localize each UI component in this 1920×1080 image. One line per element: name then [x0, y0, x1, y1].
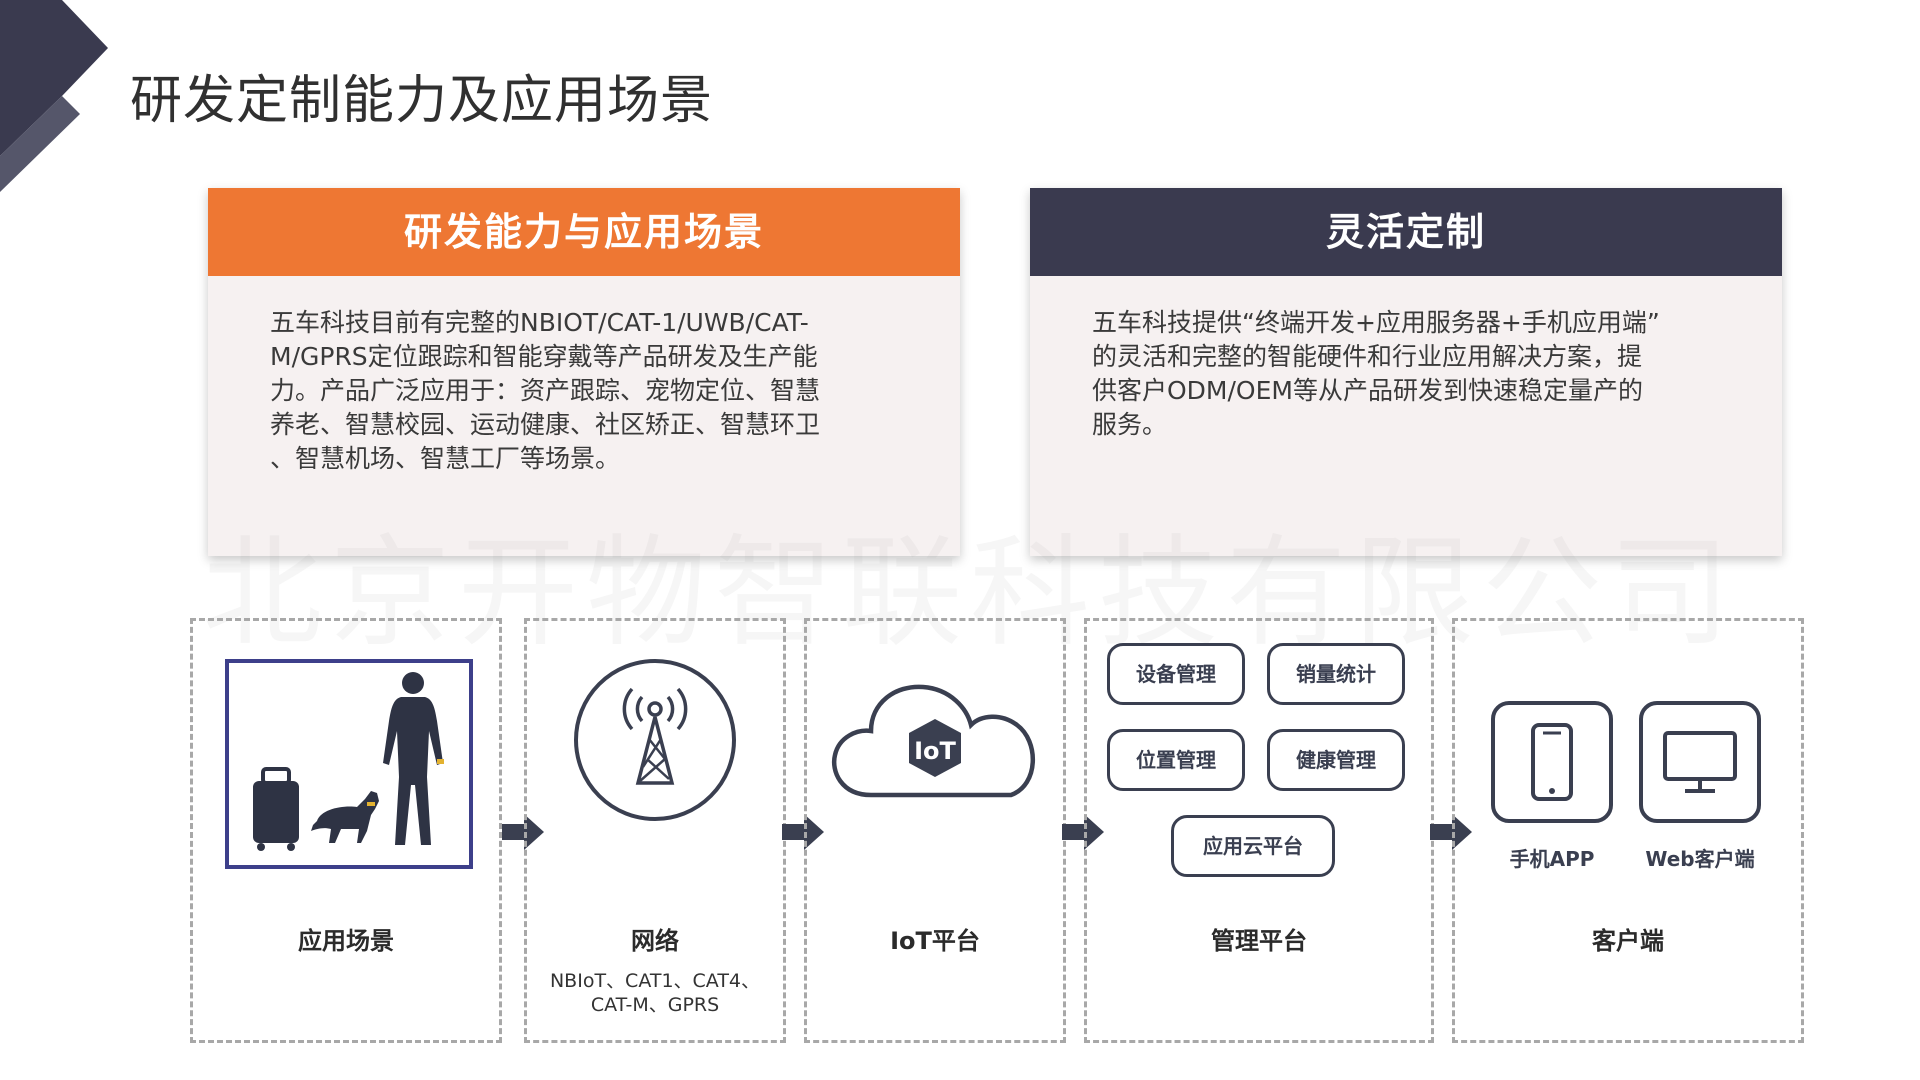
- customization-card-body: 五车科技提供“终端开发+应用服务器+手机应用端” 的灵活和完整的智能硬件和行业应…: [1030, 276, 1782, 442]
- customization-line: 五车科技提供“终端开发+应用服务器+手机应用端”: [1092, 308, 1660, 337]
- page-title: 研发定制能力及应用场景: [130, 71, 714, 131]
- person-icon: [383, 672, 444, 845]
- capability-card: 研发能力与应用场景 五车科技目前有完整的NBIOT/CAT-1/UWB/CAT-…: [208, 188, 960, 556]
- iot-platform-box: IoT IoT平台: [804, 618, 1066, 1043]
- management-platform-box: 设备管理 销量统计 位置管理 健康管理 应用云平台 管理平台: [1084, 618, 1434, 1043]
- client-box: 手机APP Web客户端 客户端: [1452, 618, 1804, 1043]
- luggage-icon: [253, 767, 299, 851]
- iot-platform-label: IoT平台: [890, 927, 980, 955]
- customization-card: 灵活定制 五车科技提供“终端开发+应用服务器+手机应用端” 的灵活和完整的智能硬…: [1030, 188, 1782, 556]
- pill-device-management: 设备管理: [1107, 643, 1245, 705]
- pill-cloud-platform: 应用云平台: [1171, 815, 1335, 877]
- pill-health-management: 健康管理: [1267, 729, 1405, 791]
- capability-card-title: 研发能力与应用场景: [208, 188, 960, 276]
- management-platform-label: 管理平台: [1211, 927, 1307, 955]
- dog-icon: [311, 791, 379, 843]
- mobile-app-tile: [1491, 701, 1613, 823]
- network-protocols: NBIoT、CAT1、CAT4、 CAT-M、GPRS: [549, 970, 761, 1016]
- cloud-icon: IoT: [831, 684, 1036, 798]
- arrow-right-icon: [502, 814, 544, 850]
- arrow-right-icon: [1062, 814, 1104, 850]
- arrow-right-icon: [782, 814, 824, 850]
- signal-tower-icon: [574, 659, 736, 821]
- network-label: 网络: [631, 927, 679, 955]
- web-client-tile: [1639, 701, 1761, 823]
- customization-line: 的灵活和完整的智能硬件和行业应用解决方案，提: [1092, 342, 1643, 371]
- network-box: 网络 NBIoT、CAT1、CAT4、 CAT-M、GPRS: [524, 618, 786, 1043]
- smartphone-icon: [1531, 723, 1573, 801]
- scene-box: 应用场景: [190, 618, 502, 1043]
- mobile-app-label: 手机APP: [1509, 847, 1595, 871]
- customization-line: 供客户ODM/OEM等从产品研发到快速稳定量产的: [1092, 376, 1643, 405]
- customization-card-title: 灵活定制: [1030, 188, 1782, 276]
- capability-line: 五车科技目前有完整的NBIOT/CAT-1/UWB/CAT-: [270, 308, 809, 337]
- capability-line: 力。产品广泛应用于：资产跟踪、宠物定位、智慧: [270, 376, 821, 405]
- scene-illustration: [225, 659, 473, 869]
- iot-logo-text: IoT: [914, 737, 956, 765]
- client-label: 客户端: [1592, 927, 1664, 955]
- monitor-icon: [1663, 731, 1737, 793]
- web-client-label: Web客户端: [1645, 847, 1755, 871]
- capability-line: M/GPRS定位跟踪和智能穿戴等产品研发及生产能: [270, 342, 818, 371]
- pill-sales-statistics: 销量统计: [1267, 643, 1405, 705]
- capability-line: 、智慧机场、智慧工厂等场景。: [270, 444, 621, 473]
- pill-location-management: 位置管理: [1107, 729, 1245, 791]
- capability-line: 养老、智慧校园、运动健康、社区矫正、智慧环卫: [270, 410, 821, 439]
- corner-chevron-decoration: [0, 0, 108, 192]
- capability-card-body: 五车科技目前有完整的NBIOT/CAT-1/UWB/CAT- M/GPRS定位跟…: [208, 276, 960, 476]
- customization-line: 服务。: [1092, 410, 1168, 439]
- scene-label: 应用场景: [298, 927, 394, 955]
- arrow-right-icon: [1430, 814, 1472, 850]
